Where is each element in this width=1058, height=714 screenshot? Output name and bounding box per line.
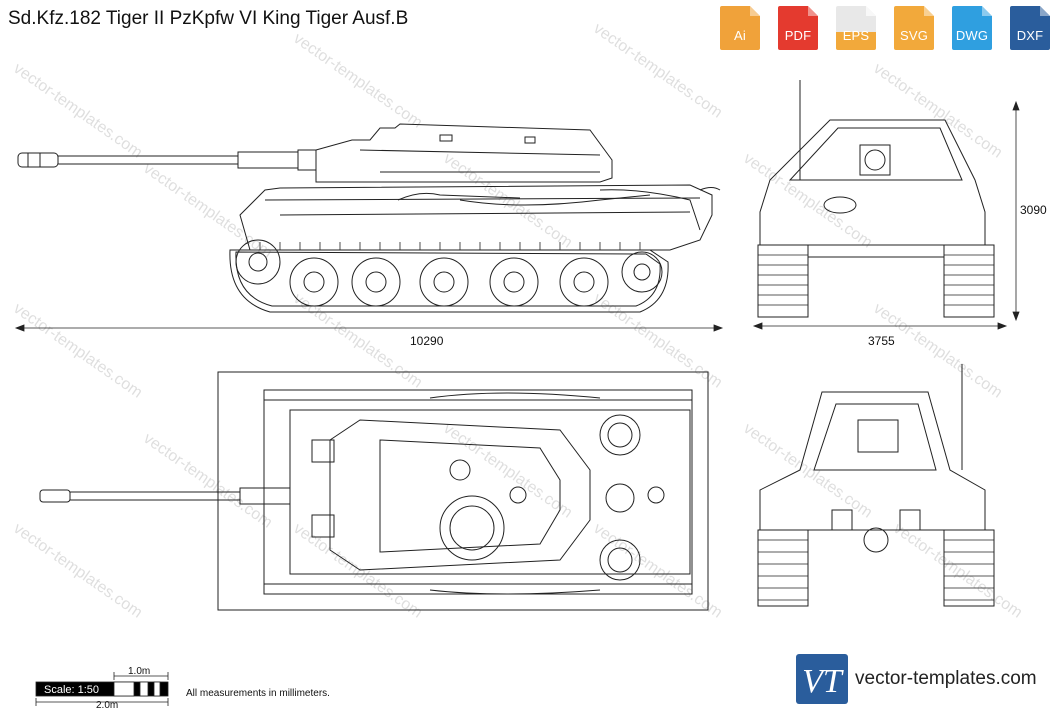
rear-hull bbox=[759, 391, 986, 531]
turret bbox=[315, 123, 613, 183]
height-dimension: 3090 bbox=[1020, 203, 1047, 217]
scale-bar bbox=[35, 672, 169, 706]
format-label: PDF bbox=[784, 28, 812, 43]
file-icon bbox=[952, 6, 992, 50]
front-view bbox=[757, 80, 995, 318]
scale-label: Scale: 1:50 bbox=[44, 684, 100, 696]
file-icon bbox=[778, 6, 818, 50]
scale-2m-label: 2.0m bbox=[96, 700, 119, 711]
width-dimension: 3755 bbox=[868, 334, 895, 348]
vt-logo-icon: VT bbox=[796, 654, 848, 704]
measurement-note: All measurements in millimeters. bbox=[186, 688, 330, 699]
top-view bbox=[39, 371, 709, 611]
width-dimension-line bbox=[752, 322, 1008, 330]
format-label: DXF bbox=[1016, 28, 1044, 43]
side-view bbox=[17, 123, 721, 313]
road-wheels bbox=[235, 239, 663, 307]
file-icon bbox=[836, 6, 876, 50]
track bbox=[229, 249, 669, 313]
format-eps-button[interactable]: EPS bbox=[832, 4, 880, 52]
brand-link[interactable]: vector-templates.com bbox=[855, 668, 1037, 689]
format-ai-button[interactable]: Ai bbox=[716, 4, 764, 52]
length-dimension-line bbox=[14, 324, 724, 332]
format-label: Ai bbox=[734, 28, 746, 43]
file-icon bbox=[1010, 6, 1050, 50]
page-title: Sd.Kfz.182 Tiger II PzKpfw VI King Tiger… bbox=[8, 8, 409, 29]
format-label: DWG bbox=[955, 28, 989, 43]
top-hull-outline bbox=[217, 371, 709, 611]
rear-view bbox=[757, 364, 995, 607]
brand-logo[interactable]: VT bbox=[796, 654, 848, 704]
muzzle-brake bbox=[17, 152, 59, 168]
format-dxf-button[interactable]: DXF bbox=[1006, 4, 1054, 52]
scale-1m-label: 1.0m bbox=[128, 666, 151, 677]
file-icon bbox=[720, 6, 760, 50]
rear-right-track bbox=[943, 529, 995, 607]
logo-text: VT bbox=[802, 663, 844, 700]
front-hull bbox=[759, 119, 986, 246]
format-icons: Ai PDF EPS SVG DWG DXF bbox=[716, 4, 1054, 52]
top-turret bbox=[329, 419, 591, 571]
gun-mantlet bbox=[237, 151, 299, 169]
hull bbox=[239, 184, 713, 251]
left-track bbox=[757, 244, 809, 318]
format-label: SVG bbox=[899, 28, 929, 43]
file-icon bbox=[894, 6, 934, 50]
gun-barrel bbox=[57, 155, 239, 165]
format-pdf-button[interactable]: PDF bbox=[774, 4, 822, 52]
format-svg-button[interactable]: SVG bbox=[890, 4, 938, 52]
rear-left-track bbox=[757, 529, 809, 607]
length-dimension: 10290 bbox=[410, 334, 444, 348]
format-dwg-button[interactable]: DWG bbox=[948, 4, 996, 52]
height-dimension-line bbox=[1012, 100, 1020, 322]
right-track bbox=[943, 244, 995, 318]
top-gun-barrel bbox=[69, 491, 241, 501]
format-label: EPS bbox=[842, 28, 870, 43]
